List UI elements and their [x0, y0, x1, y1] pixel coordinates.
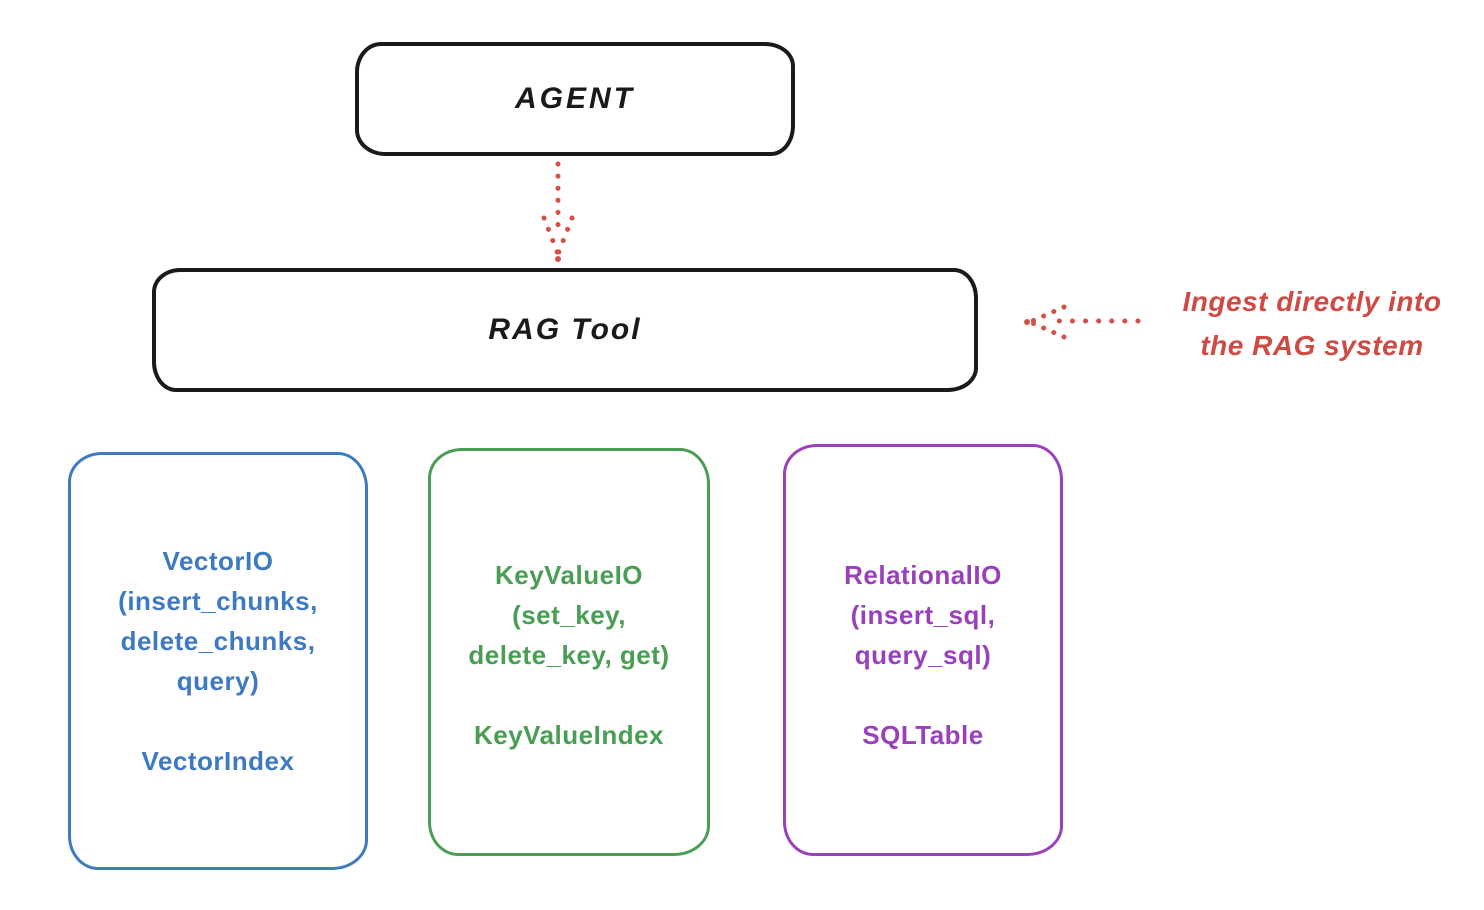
sql-table-label: SQLTable: [862, 720, 984, 750]
agent-node-label: AGENT: [515, 82, 635, 115]
agent-node: AGENT: [355, 42, 795, 156]
keyvalue-index-label: KeyValueIndex: [473, 720, 665, 750]
keyvalue-io-line: delete_key, get): [468, 640, 670, 670]
ingest-annotation-line1: Ingest directly into: [1182, 286, 1442, 317]
ingest-annotation: Ingest directly into the RAG system: [1140, 280, 1484, 368]
vector-index-label: VectorIndex: [141, 746, 295, 776]
relational-io-box: RelationalIO (insert_sql, query_sql) SQL…: [783, 444, 1063, 856]
rag-tool-node: RAG Tool: [152, 268, 978, 392]
vector-io-line: delete_chunks,: [120, 626, 316, 656]
relational-io-line: RelationalIO: [844, 560, 1002, 590]
relational-io-line: query_sql): [854, 640, 992, 670]
dotted-arrow-left-icon: [1024, 304, 1141, 340]
vector-io-line: query): [176, 666, 260, 696]
keyvalue-io-line: KeyValueIO: [494, 560, 644, 590]
vector-io-line: VectorIO: [162, 546, 274, 576]
relational-io-line: (insert_sql,: [850, 600, 996, 630]
keyvalue-io-line: (set_key,: [512, 600, 626, 630]
keyvalue-io-box: KeyValueIO (set_key, delete_key, get) Ke…: [428, 448, 710, 856]
rag-tool-node-label: RAG Tool: [488, 313, 642, 346]
dotted-arrow-down-icon: [541, 161, 575, 262]
vector-io-line: (insert_chunks,: [118, 586, 318, 616]
ingest-annotation-line2: the RAG system: [1200, 330, 1424, 361]
vector-io-box: VectorIO (insert_chunks, delete_chunks, …: [68, 452, 368, 870]
